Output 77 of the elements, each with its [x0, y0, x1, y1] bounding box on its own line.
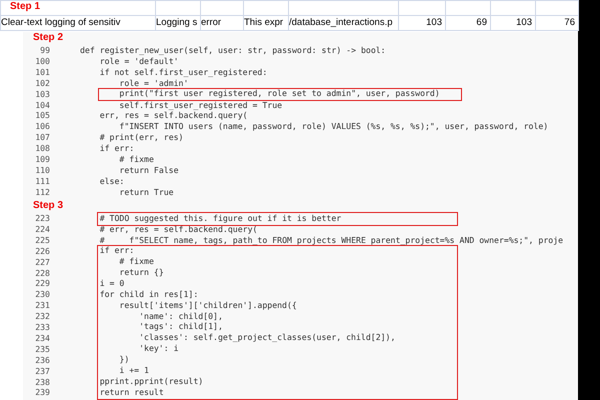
code-line: self.first_user_registered = True — [119, 100, 282, 110]
highlight-box — [98, 88, 462, 102]
code-line: 'tags': child[1], — [139, 321, 223, 332]
table-cell-text: /database_interactions.p — [289, 16, 393, 30]
line-number: 108 — [34, 143, 50, 154]
step-heading: Step 3 — [33, 200, 64, 211]
code-line: # fixme — [119, 154, 154, 165]
step-heading: Step 2 — [33, 32, 64, 43]
code-line: if not self.first_user_registered: — [100, 66, 268, 78]
code-line: 'key': i — [139, 343, 179, 354]
line-number: 226 — [34, 246, 50, 257]
code-line: return {} — [119, 266, 164, 278]
line-number: 106 — [34, 121, 50, 132]
line-number: 228 — [34, 268, 50, 278]
table-cell-text: 103 — [516, 16, 532, 30]
table-cell-text: Clear-text logging of sensitiv — [1, 16, 120, 30]
highlight-box — [97, 212, 458, 226]
line-number: 111 — [34, 176, 50, 187]
table-cell-text: 76 — [564, 16, 575, 30]
line-number: 229 — [34, 278, 50, 290]
line-number: 232 — [34, 311, 50, 322]
code-line: # err, res = self.backend.query( — [100, 224, 258, 235]
line-number: 231 — [34, 300, 50, 312]
line-number: 223 — [34, 213, 50, 224]
line-number: 99 — [39, 45, 50, 56]
table-cell-text: 103 — [426, 16, 442, 30]
line-number: 105 — [34, 110, 50, 122]
code-line: if err: — [100, 143, 134, 154]
highlight-box — [97, 244, 458, 400]
line-number: 234 — [34, 332, 50, 344]
line-number: 110 — [34, 164, 50, 176]
code-line: return False — [119, 164, 179, 176]
line-number: 237 — [34, 366, 50, 376]
code-line: for child in res[1]: — [100, 288, 198, 300]
code-line: f"INSERT INTO users (name, password, role) VALUES (%s, %s, %s);", user, password, role) — [119, 121, 548, 132]
line-number: 101 — [34, 66, 50, 78]
line-number: 112 — [34, 186, 50, 198]
step-heading: Step 1 — [10, 1, 40, 12]
code-line: pprint.pprint(result) — [100, 376, 204, 387]
code-line: 'classes': self.get_project_classes(user, child[2]), — [139, 332, 396, 344]
line-number: 224 — [34, 224, 50, 235]
code-line: i += 1 — [119, 365, 149, 376]
code-line: if err: — [100, 245, 134, 256]
line-number: 233 — [34, 322, 50, 333]
table-cell-text: error — [201, 16, 222, 30]
line-number: 239 — [34, 387, 50, 398]
table-cell-text: This expr — [244, 16, 284, 30]
code-line: }) — [119, 354, 130, 366]
code-line: else: — [100, 176, 124, 187]
line-number: 225 — [34, 234, 50, 246]
code-line: def register_new_user(self, user: str, password: str) -> bool: — [80, 45, 386, 56]
code-line: return True — [119, 186, 174, 198]
line-number: 100 — [34, 56, 50, 67]
line-number: 227 — [34, 256, 50, 268]
line-number: 107 — [34, 132, 50, 144]
code-line: print("first user registered, role set to admin", user, password) — [119, 88, 440, 99]
line-number: 104 — [34, 100, 50, 110]
line-number: 236 — [34, 354, 50, 366]
code-line: role = 'admin' — [119, 78, 188, 89]
code-line: result['items']['children'].append({ — [119, 300, 297, 311]
code-line: # fixme — [119, 256, 154, 267]
code-line: # print(err, res) — [100, 132, 184, 144]
line-number: 103 — [34, 88, 50, 100]
line-number: 230 — [34, 289, 50, 300]
code-line: err, res = self.backend.query( — [100, 110, 248, 122]
line-number: 235 — [34, 344, 50, 355]
code-line: # TODO suggested this. figure out if it is better — [100, 212, 342, 224]
line-number: 238 — [34, 376, 50, 388]
line-number: 102 — [34, 78, 50, 89]
line-number: 109 — [34, 154, 50, 165]
table-cell-text: Logging s — [156, 16, 198, 30]
code-line: i = 0 — [100, 278, 124, 289]
code-line: # f"SELECT name, tags, path_to FROM projects WHERE parent_project=%s AND owner=%s;", proje — [100, 234, 564, 246]
code-line: return result — [100, 386, 164, 398]
code-line: 'name': child[0], — [139, 310, 223, 322]
code-line: role = 'default' — [100, 56, 179, 67]
table-cell-text: 69 — [476, 16, 487, 30]
